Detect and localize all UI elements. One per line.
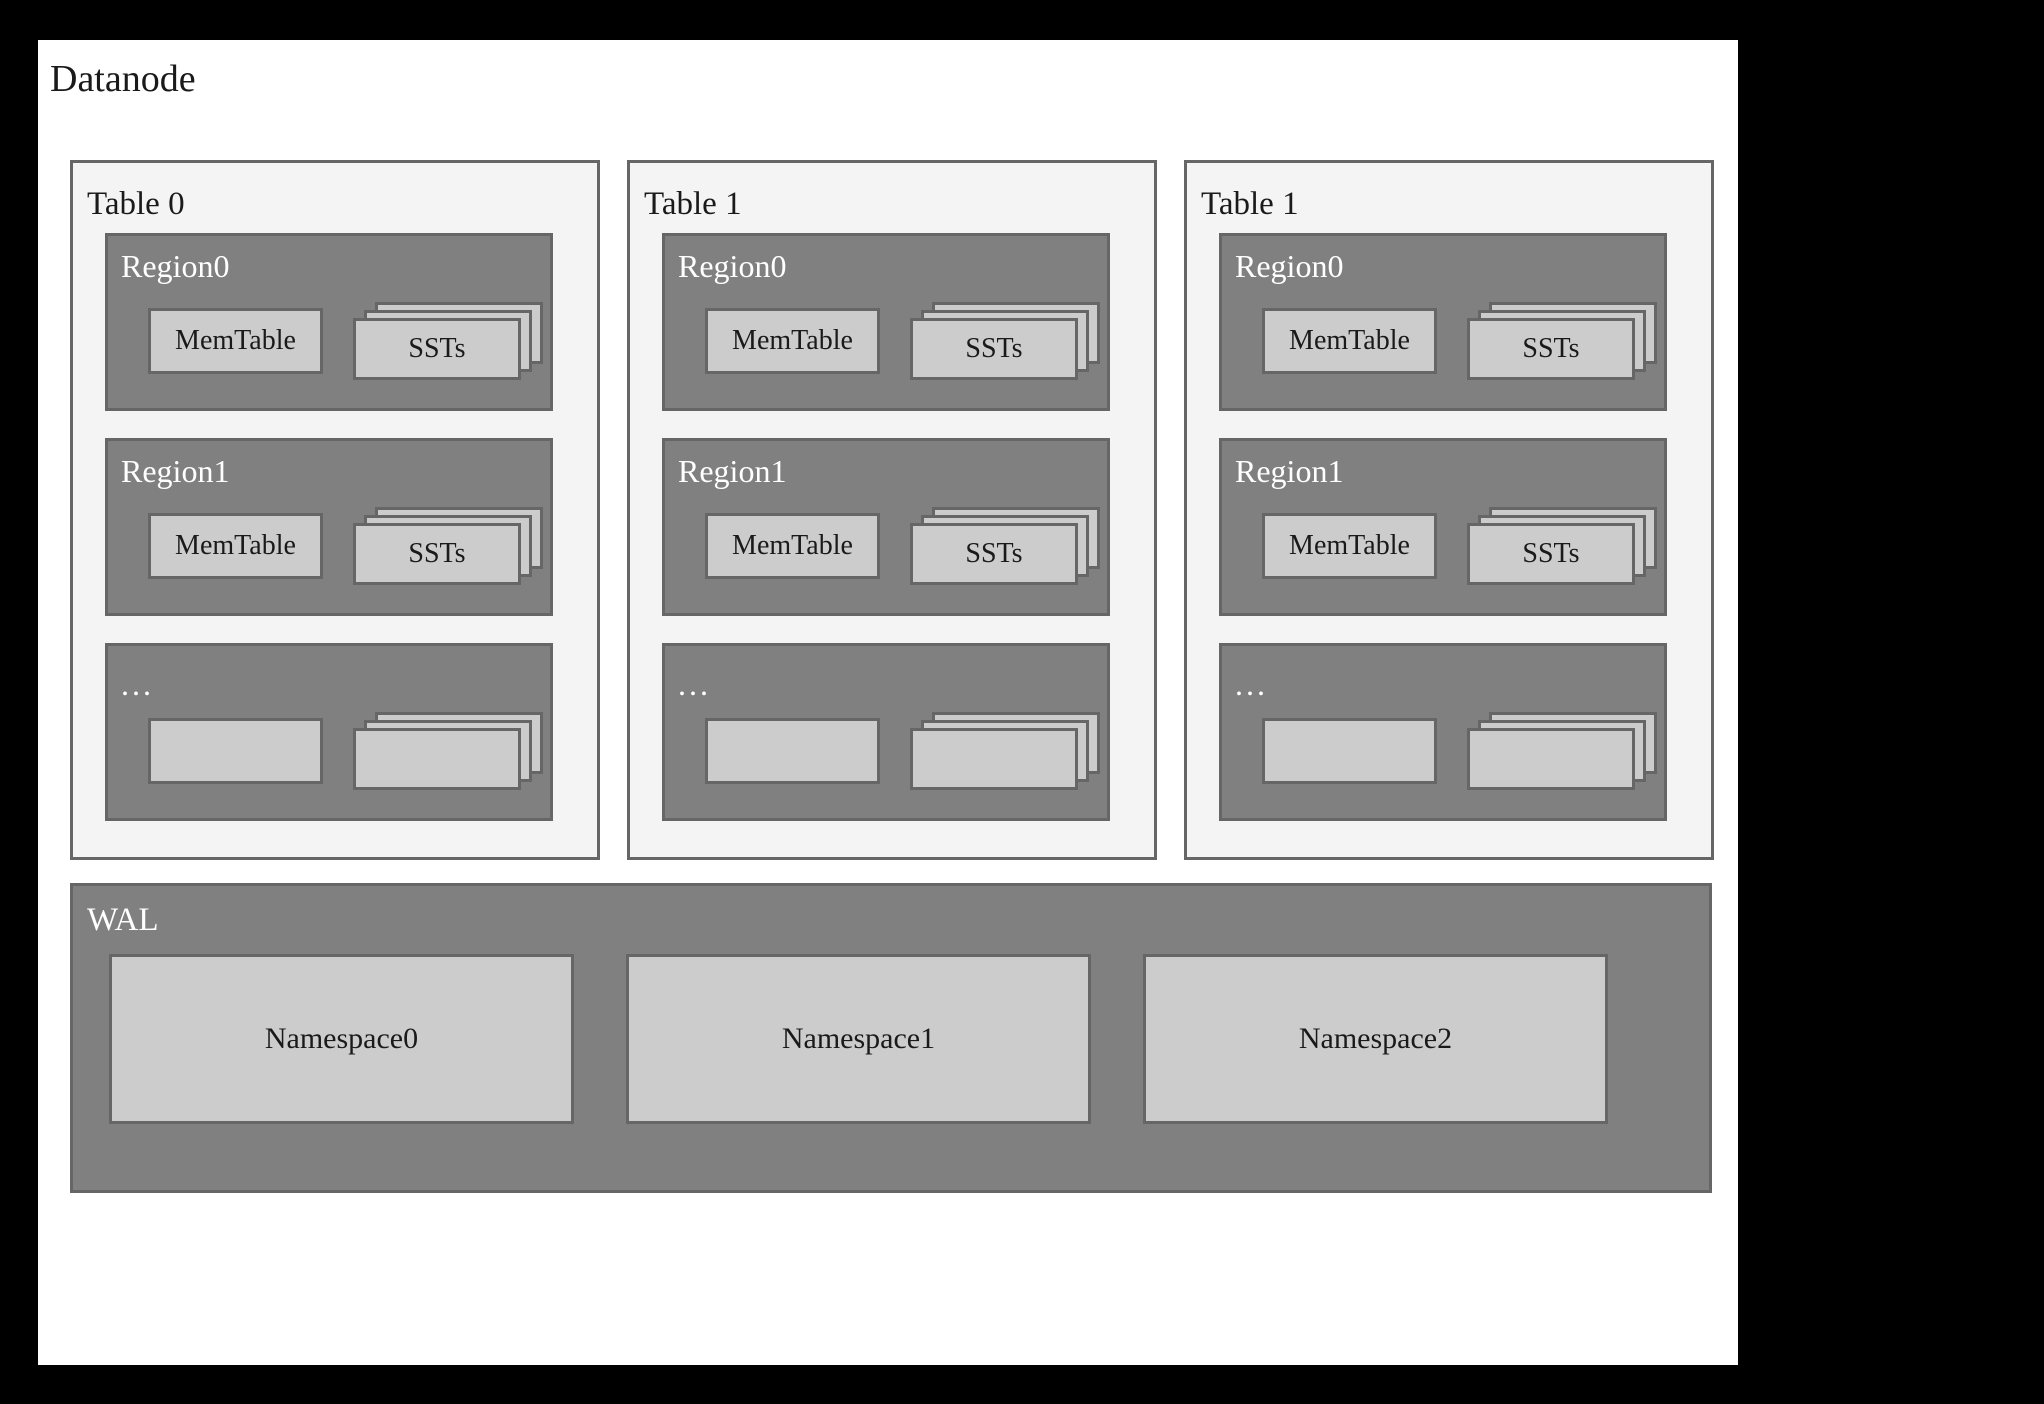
region-block-overflow[interactable]: ... bbox=[1219, 643, 1667, 821]
sst-stack-empty[interactable] bbox=[910, 712, 1100, 790]
wal-panel[interactable]: WAL Namespace0 Namespace1 Namespace2 bbox=[70, 883, 1712, 1193]
region-block[interactable]: Region0 MemTable SSTs bbox=[105, 233, 553, 411]
region-block[interactable]: Region0 MemTable SSTs bbox=[1219, 233, 1667, 411]
region-block-overflow[interactable]: ... bbox=[662, 643, 1110, 821]
table-label: Table 1 bbox=[644, 186, 742, 222]
region-label-ellipsis: ... bbox=[121, 666, 154, 702]
sst-layer-front bbox=[910, 728, 1078, 790]
memtable-box[interactable]: MemTable bbox=[705, 513, 880, 579]
page-title: Datanode bbox=[50, 58, 196, 100]
region-label: Region1 bbox=[1235, 453, 1344, 489]
table-panel[interactable]: Table 1 Region0 MemTable SSTs Region1 Me… bbox=[1184, 160, 1714, 860]
region-label: Region0 bbox=[1235, 248, 1344, 284]
sst-layer-front: SSTs bbox=[910, 318, 1078, 380]
region-block[interactable]: Region1 MemTable SSTs bbox=[1219, 438, 1667, 616]
region-block[interactable]: Region0 MemTable SSTs bbox=[662, 233, 1110, 411]
region-label: Region0 bbox=[121, 248, 230, 284]
region-block[interactable]: Region1 MemTable SSTs bbox=[662, 438, 1110, 616]
wal-label: WAL bbox=[87, 902, 159, 938]
sst-layer-front bbox=[353, 728, 521, 790]
sst-stack-empty[interactable] bbox=[353, 712, 543, 790]
region-label-ellipsis: ... bbox=[678, 666, 711, 702]
sst-layer-front: SSTs bbox=[353, 318, 521, 380]
sst-layer-front: SSTs bbox=[1467, 523, 1635, 585]
sst-stack[interactable]: SSTs bbox=[1467, 507, 1657, 585]
memtable-box[interactable]: MemTable bbox=[705, 308, 880, 374]
table-label: Table 0 bbox=[87, 186, 185, 222]
memtable-box-empty[interactable] bbox=[705, 718, 880, 784]
namespace-box[interactable]: Namespace2 bbox=[1143, 954, 1608, 1124]
sst-layer-front: SSTs bbox=[353, 523, 521, 585]
table-label: Table 1 bbox=[1201, 186, 1299, 222]
region-label: Region1 bbox=[121, 453, 230, 489]
sst-layer-front bbox=[1467, 728, 1635, 790]
memtable-box[interactable]: MemTable bbox=[148, 308, 323, 374]
region-label-ellipsis: ... bbox=[1235, 666, 1268, 702]
region-label: Region0 bbox=[678, 248, 787, 284]
region-block-overflow[interactable]: ... bbox=[105, 643, 553, 821]
memtable-box-empty[interactable] bbox=[148, 718, 323, 784]
memtable-box[interactable]: MemTable bbox=[1262, 308, 1437, 374]
memtable-box[interactable]: MemTable bbox=[148, 513, 323, 579]
sst-stack-empty[interactable] bbox=[1467, 712, 1657, 790]
sst-layer-front: SSTs bbox=[910, 523, 1078, 585]
diagram-canvas: Datanode Table 0 Region0 MemTable SSTs R… bbox=[38, 40, 1738, 1365]
region-label: Region1 bbox=[678, 453, 787, 489]
sst-stack[interactable]: SSTs bbox=[910, 302, 1100, 380]
namespace-box[interactable]: Namespace0 bbox=[109, 954, 574, 1124]
table-panel[interactable]: Table 1 Region0 MemTable SSTs Region1 Me… bbox=[627, 160, 1157, 860]
sst-stack[interactable]: SSTs bbox=[1467, 302, 1657, 380]
sst-stack[interactable]: SSTs bbox=[353, 507, 543, 585]
table-panel[interactable]: Table 0 Region0 MemTable SSTs Region1 Me… bbox=[70, 160, 600, 860]
tables-row: Table 0 Region0 MemTable SSTs Region1 Me… bbox=[70, 160, 1714, 860]
memtable-box-empty[interactable] bbox=[1262, 718, 1437, 784]
region-block[interactable]: Region1 MemTable SSTs bbox=[105, 438, 553, 616]
memtable-box[interactable]: MemTable bbox=[1262, 513, 1437, 579]
sst-stack[interactable]: SSTs bbox=[353, 302, 543, 380]
namespace-box[interactable]: Namespace1 bbox=[626, 954, 1091, 1124]
sst-layer-front: SSTs bbox=[1467, 318, 1635, 380]
sst-stack[interactable]: SSTs bbox=[910, 507, 1100, 585]
